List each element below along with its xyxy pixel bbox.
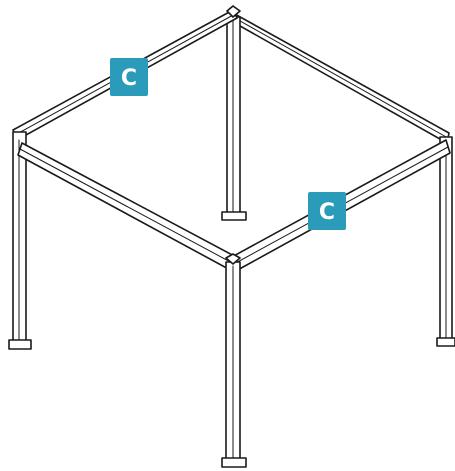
callout-badge: C xyxy=(110,58,148,96)
callout-label: C xyxy=(121,66,137,91)
callout-badge: C xyxy=(308,192,346,230)
rear-right-beam xyxy=(232,12,450,144)
right-post xyxy=(436,136,455,347)
front-post xyxy=(221,253,247,468)
callout-label: C xyxy=(319,200,335,225)
front-left-beam xyxy=(17,142,239,273)
back-post xyxy=(221,16,247,221)
left-post xyxy=(8,131,32,350)
